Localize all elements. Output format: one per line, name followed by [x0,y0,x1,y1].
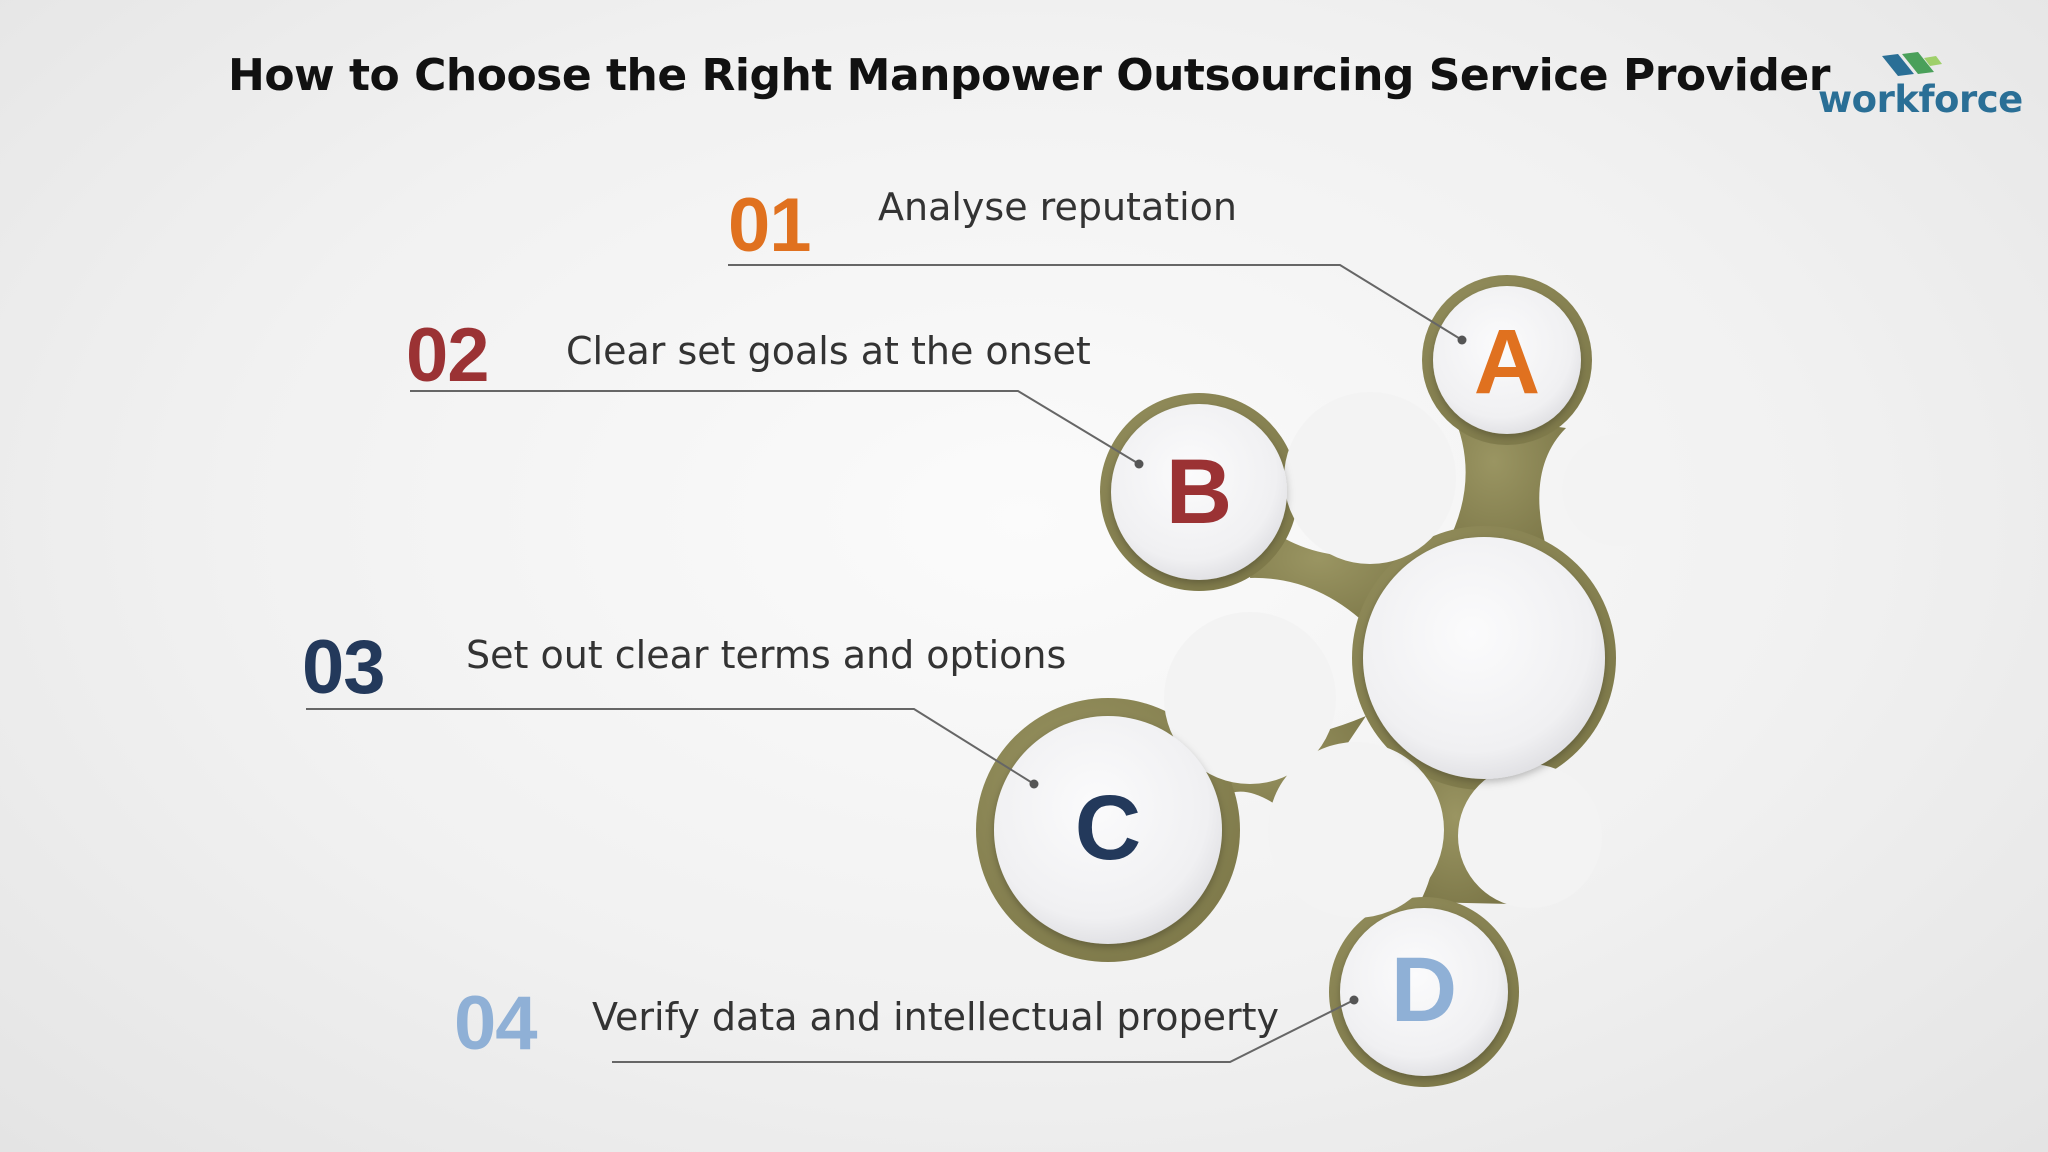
leader-line-4 [612,999,1355,1063]
step-text-01: Analyse reputation [878,185,1238,229]
node-circles [994,286,1605,1076]
node-circle-a [1433,286,1581,434]
leader-lines [306,264,1463,1063]
connector-a-center [1446,412,1566,554]
step-text-04: Verify data and intellectual property [592,995,1280,1039]
step-text-02: Clear set goals at the onset [566,329,1091,373]
step-number-03: 03 [302,625,386,710]
leader-line-2 [410,390,1140,465]
node-letter-c: C [1074,777,1142,879]
workforce-logo: workforce [1818,50,2028,130]
leader-dots [1029,335,1467,1005]
leader-line-3 [306,708,1035,785]
node-circle-d [1340,908,1508,1076]
step-number-01: 01 [728,183,812,268]
step-text-03: Set out clear terms and options [466,633,1067,677]
logo-text: workforce [1818,78,2023,121]
step-number-02: 02 [406,313,490,398]
node-circle-center [1363,537,1605,779]
connector-notches [1164,392,1674,918]
node-circle-b [1111,404,1287,580]
leader-line-1 [728,264,1463,341]
logo-mark-icon [1882,52,1942,76]
node-letter-a: A [1473,311,1541,413]
node-circle-c [994,716,1222,944]
page-title: How to Choose the Right Manpower Outsour… [228,50,1830,101]
node-letter-b: B [1165,441,1233,543]
step-number-04: 04 [454,981,538,1066]
node-letter-d: D [1390,939,1458,1041]
